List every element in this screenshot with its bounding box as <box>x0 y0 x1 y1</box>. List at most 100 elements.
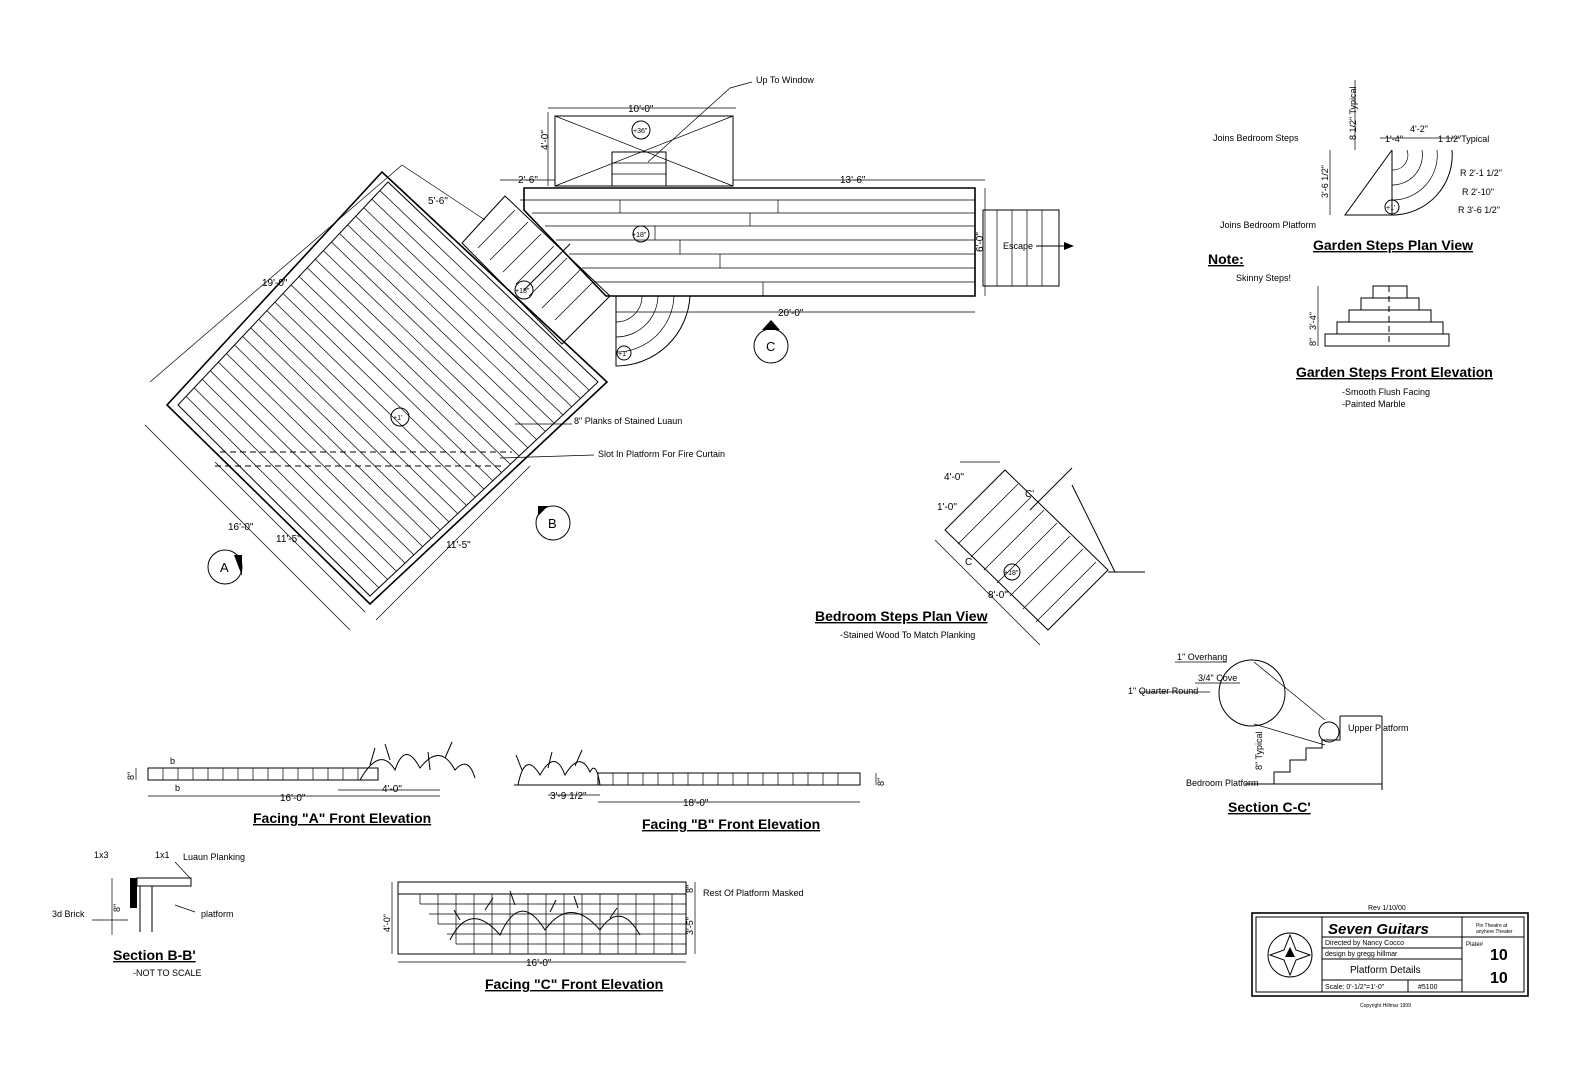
revision-date: Rev 1/10/00 <box>1368 905 1406 912</box>
deck-stair-tag: +18" <box>515 288 530 295</box>
typical-8in-label: 8" Typical <box>1254 731 1264 770</box>
window-label: Up To Window <box>756 75 814 85</box>
deck-plank-line <box>185 396 380 589</box>
cove-label: 3/4" Cove <box>1198 673 1237 683</box>
upper-platform-plan: Up To Window 10'-0" 4'-0" 2'-6" 13'-6" 6… <box>500 75 1074 367</box>
garden-elev-dim-8in: 8" <box>1308 338 1318 346</box>
platform-dim-20ft: 20'-0" <box>778 308 804 319</box>
label-1x3: 1x3 <box>94 850 109 860</box>
section-b-note: -NOT TO SCALE <box>133 968 202 978</box>
garden-dim-4ft2: 4'-2" <box>1410 124 1428 134</box>
facing-c-dim-3ft5: 3'-5" <box>685 917 695 935</box>
fire-curtain-callout: Slot In Platform For Fire Curtain <box>598 449 725 459</box>
deck-plank-line <box>258 318 458 514</box>
quarter-round-label: 1" Quarter Round <box>1128 686 1198 696</box>
facing-b-elevation: 3'-9 1/2" 18'-0" 8" Facing "B" Front Ele… <box>514 749 886 832</box>
scale-label: Scale: 0'-1/2"=1'-0" <box>1325 984 1385 991</box>
garden-dim-3ft6: 3'-6 1/2" <box>1320 165 1330 198</box>
facing-c-elevation: 4'-0" 3'-5" 8" 16'-0" Rest Of Platform M… <box>382 881 804 992</box>
deck-plank-line <box>266 310 467 506</box>
platform-dim-4ft: 4'-0" <box>540 130 551 150</box>
garden-steps-elevation: 3'-4" 8" Garden Steps Front Elevation -S… <box>1296 285 1493 409</box>
facing-b-title: Facing "B" Front Elevation <box>642 816 820 832</box>
label-luaun-planking: Luaun Planking <box>183 852 245 862</box>
deck-plank-line <box>371 198 581 399</box>
label-platform: platform <box>201 909 234 919</box>
deck-plank-line <box>193 387 388 580</box>
section-marker-a: A <box>207 549 243 585</box>
facing-a-mark-b-bottom: b <box>175 783 180 793</box>
joins-bedroom-platform: Joins Bedroom Platform <box>1220 220 1316 230</box>
section-b-detail: 1x3 1x1 Luaun Planking 3d Brick platform… <box>52 850 245 978</box>
facing-c-title: Facing "C" Front Elevation <box>485 976 663 992</box>
deck-plank-line <box>315 258 520 457</box>
deck-plank-line <box>298 276 502 473</box>
deck-dim-19ft: 19'-0" <box>262 278 288 289</box>
section-c-detail: 1" Overhang 3/4" Cove 1" Quarter Round U… <box>1128 652 1409 815</box>
label-1x1: 1x1 <box>155 850 170 860</box>
section-marker-a-label: A <box>220 560 229 575</box>
facing-b-dim-3ft9: 3'-9 1/2" <box>550 791 587 802</box>
platform-dim-6ft: 6'-0" <box>975 232 986 252</box>
bedroom-dim-4ft: 4'-0" <box>944 472 964 483</box>
platform-height-tag: +18" <box>632 232 647 239</box>
garden-dim-typical: 8 1/2" Typical <box>1348 86 1358 140</box>
section-marker-c-label: C <box>766 339 775 354</box>
facing-a-mark-b-top: b <box>170 756 175 766</box>
drawing-name: Platform Details <box>1350 965 1421 976</box>
deck-dim-16ft: 16'-0" <box>228 522 254 533</box>
plate-total: 10 <box>1490 970 1508 987</box>
platform-dim-13ft6: 13'-6" <box>840 175 866 186</box>
deck-plank-line <box>250 327 450 523</box>
rest-masked-label: Rest Of Platform Masked <box>703 888 804 898</box>
label-3d-brick: 3d Brick <box>52 909 85 919</box>
facing-c-dim-4ft: 4'-0" <box>382 914 392 932</box>
deck-plank-line <box>282 293 485 490</box>
copyright: Copyright Hillmar 1999 <box>1360 1003 1411 1009</box>
main-deck-plan: 19'-0" 5'-6" 16'-0" 11'-5" 11'-5" 8" Pla… <box>144 164 725 631</box>
deck-height-tag: +1' <box>393 415 402 422</box>
platform-dim-2ft6: 2'-6" <box>518 175 538 186</box>
section-marker-b-label: B <box>548 516 557 531</box>
bedroom-platform-label: Bedroom Platform <box>1186 778 1259 788</box>
facing-b-dim-18ft: 18'-0" <box>683 798 709 809</box>
deck-plank-line <box>306 267 511 465</box>
deck-plank-line <box>242 336 441 531</box>
bedroom-cut-c-prime: C' <box>1025 489 1034 500</box>
designer-credit: design by gregg hillmar <box>1325 951 1398 958</box>
deck-plank-line <box>347 224 555 424</box>
deck-plank-line <box>234 344 432 539</box>
garden-radius-2: R 2'-10" <box>1462 187 1494 197</box>
facing-c-dim-16ft: 16'-0" <box>526 958 552 969</box>
bedroom-steps-plan: 4'-0" 1'-0" 8'-0" C' C +18" Bedroom Step… <box>815 461 1145 646</box>
garden-radius-1: R 2'-1 1/2" <box>1460 168 1502 178</box>
facing-a-elevation: b b 16'-0" 4'-0" 8" Facing "A" Front Ele… <box>126 741 476 826</box>
garden-elev-dim-3ft4: 3'-4" <box>1308 312 1318 330</box>
garden-plan-tag: +1' <box>1386 205 1395 212</box>
section-c-title: Section C-C' <box>1228 799 1311 815</box>
deck-plank-line <box>226 353 423 547</box>
garden-elevation-title: Garden Steps Front Elevation <box>1296 364 1493 380</box>
facing-a-dim-8in: 8" <box>126 772 136 780</box>
platform-dim-10ft: 10'-0" <box>628 104 654 115</box>
planks-callout: 8" Planks of Stained Luaun <box>574 416 682 426</box>
deck-plank-line <box>363 207 572 407</box>
upper-platform-label: Upper Platform <box>1348 723 1409 733</box>
garden-steps-plan: Joins Bedroom Steps Joins Bedroom Platfo… <box>1213 80 1502 253</box>
overhang-label: 1" Overhang <box>1177 652 1227 662</box>
facing-c-dim-8in: 8" <box>685 885 695 893</box>
note-heading: Note: <box>1208 251 1244 267</box>
theatre-line-1: Pin Theatre at <box>1476 923 1508 929</box>
garden-dim-1ft4: 1'-4" <box>1385 134 1403 144</box>
deck-plank-line <box>218 361 415 556</box>
job-number: #5100 <box>1418 984 1438 991</box>
garden-dim-1-5-typical: 1 1/2"Typical <box>1438 134 1489 144</box>
deck-dim-11ft5-right: 11'-5" <box>446 540 471 551</box>
bedroom-cut-c: C <box>965 557 972 568</box>
deck-plank-line <box>274 301 476 498</box>
garden-height-tag: +1' <box>618 351 627 358</box>
title-block: Rev 1/10/00 Seven Guitars Pin Theatre at… <box>1251 905 1529 1009</box>
garden-radius-3: R 3'-6 1/2" <box>1458 205 1500 215</box>
plate-label: Plate# <box>1466 942 1484 948</box>
